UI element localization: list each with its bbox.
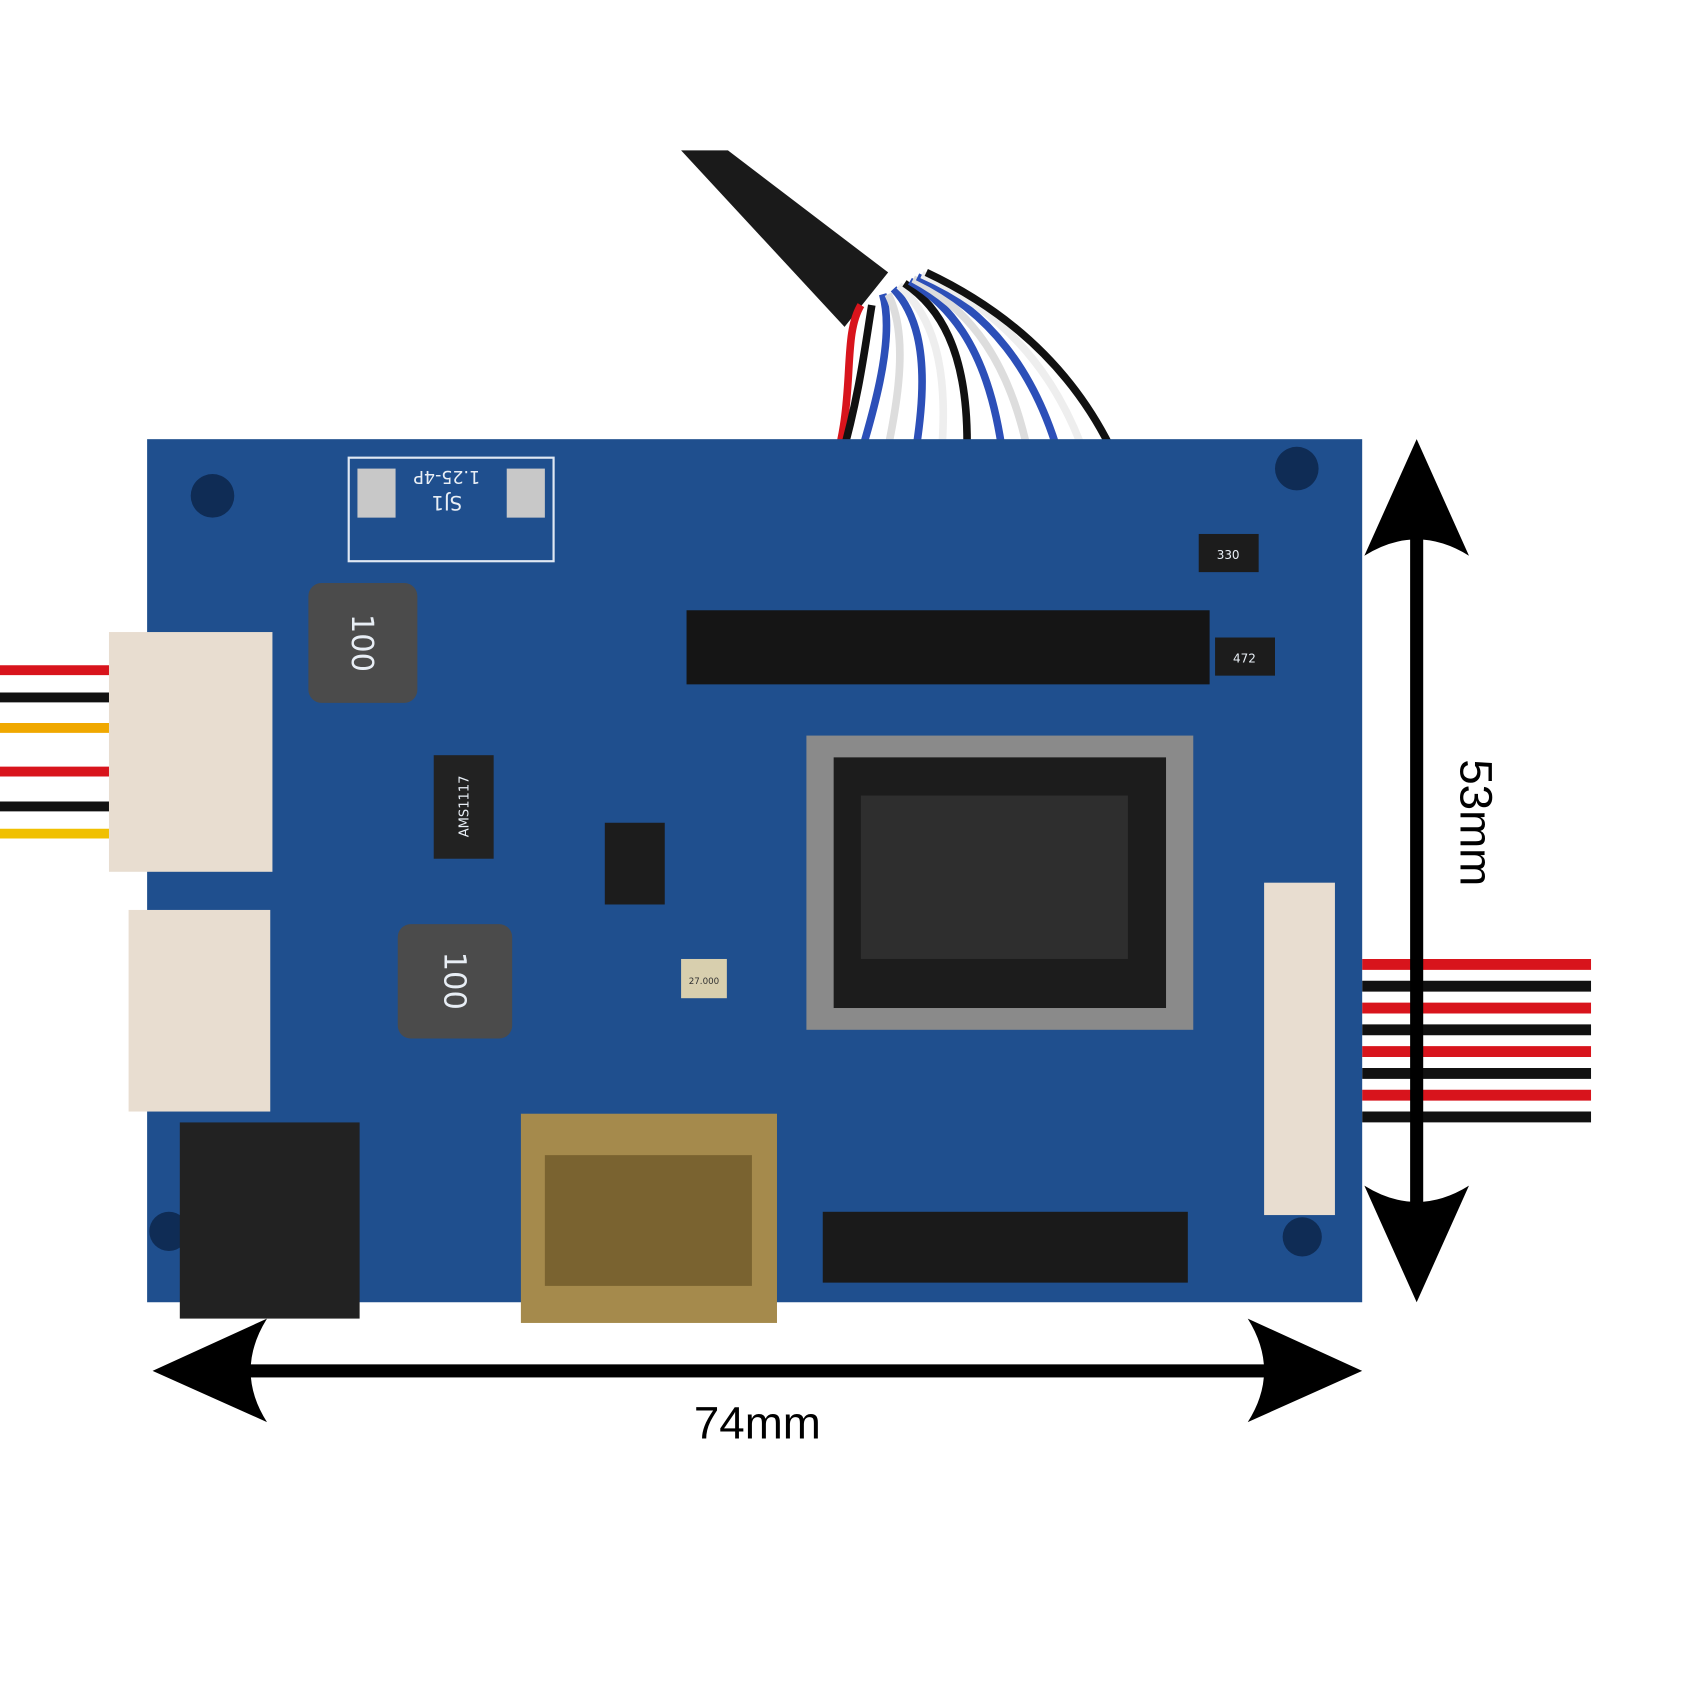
inductor-bottom-label: 100 (437, 952, 472, 1010)
right-backlight-wires (1362, 958, 1592, 1123)
resistor-b-label: 472 (1233, 652, 1256, 666)
gpio-header (822, 1211, 1188, 1283)
jumper-label: SJ1 (431, 491, 462, 514)
height-label: 53mm (1450, 759, 1501, 886)
regulator-chip (433, 755, 494, 859)
lvds-header (686, 610, 1210, 685)
dc-jack (179, 1122, 360, 1319)
inductor-top-label: 100 (344, 614, 379, 672)
inductor-top (308, 583, 418, 703)
crystal-label: 27.000 (689, 977, 719, 987)
crystal (681, 958, 727, 999)
resistor-a-label: 330 (1217, 548, 1240, 562)
height-dimension-arrow (1364, 439, 1469, 1303)
connector-spec-label: 1.25-4P (413, 466, 480, 486)
secondary-connector (128, 909, 271, 1112)
inductor-bottom (397, 924, 513, 1039)
width-label: 74mm (694, 1397, 821, 1448)
width-dimension-arrow (152, 1318, 1363, 1423)
left-power-wires (0, 665, 120, 839)
lvds-cable-sheath (681, 150, 889, 327)
backlight-connector (1264, 882, 1335, 1216)
regulator-label: AMS1117 (458, 776, 473, 838)
power-connector (108, 632, 273, 872)
